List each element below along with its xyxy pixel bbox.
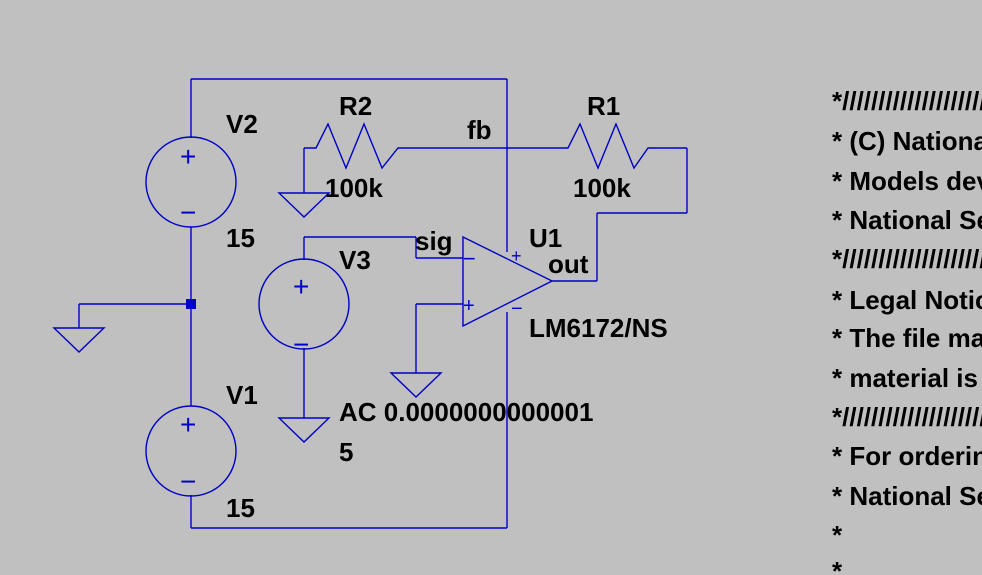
- r1-name-label[interactable]: R1: [587, 91, 620, 121]
- comment-line: * National Semiconductor's Customer Resp…: [832, 481, 982, 511]
- resistor-r1-zigzag[interactable]: [563, 122, 653, 170]
- ground-symbol-r2[interactable]: [277, 192, 331, 218]
- voltage-source-v2[interactable]: + −: [145, 136, 237, 228]
- source-circle: [145, 136, 237, 228]
- v1-value-label[interactable]: 15: [226, 493, 255, 523]
- comment-line: *///////////////////////////////////////…: [832, 244, 982, 274]
- comment-line: * (C) National Semiconductor, Inc.: [832, 126, 982, 156]
- voltage-source-v3[interactable]: + −: [258, 258, 350, 360]
- net-label-sig[interactable]: sig: [415, 226, 453, 256]
- r2-name-label[interactable]: R2: [339, 91, 372, 121]
- opamp-triangle: [462, 235, 554, 328]
- v3-name-label[interactable]: V3: [339, 245, 371, 275]
- source-plus-sign: +: [293, 271, 309, 302]
- v3-value-label-line2[interactable]: 5: [339, 437, 353, 467]
- comment-line: *: [832, 520, 843, 550]
- opamp-plus-sign: +: [463, 295, 475, 317]
- source-minus-sign: −: [180, 466, 196, 497]
- u1-name-label[interactable]: U1: [529, 223, 562, 253]
- source-minus-sign: −: [293, 329, 309, 360]
- opamp-u1[interactable]: − + + −: [462, 235, 554, 328]
- comment-line: * National Semiconductor, Inc.: [832, 205, 982, 235]
- spice-comment-block[interactable]: *///////////////////////////////////////…: [832, 86, 982, 575]
- source-plus-sign: +: [180, 141, 196, 172]
- comment-line: *///////////////////////////////////////…: [832, 86, 982, 116]
- net-label-out[interactable]: out: [548, 249, 589, 279]
- comment-line: * material is forbidden: [832, 363, 982, 393]
- u1-model-label[interactable]: LM6172/NS: [529, 313, 668, 343]
- r1-value-label[interactable]: 100k: [573, 173, 631, 203]
- resistor-r2-zigzag[interactable]: [304, 122, 406, 170]
- comment-line: * The file may be copied, and distribute…: [832, 323, 982, 353]
- comment-line: * Legal Notice:: [832, 285, 982, 315]
- net-label-fb[interactable]: fb: [467, 115, 492, 145]
- source-plus-sign: +: [180, 409, 196, 440]
- source-circle: [145, 405, 237, 497]
- opamp-supply-plus-sign: +: [511, 246, 522, 266]
- junction-dot[interactable]: [186, 299, 196, 309]
- r2-value-label[interactable]: 100k: [325, 173, 383, 203]
- comment-line: *///////////////////////////////////////…: [832, 402, 982, 432]
- source-circle: [258, 258, 350, 350]
- opamp-minus-sign: −: [463, 246, 476, 271]
- comment-line: *: [832, 556, 843, 575]
- v2-name-label[interactable]: V2: [226, 109, 258, 139]
- voltage-source-v1[interactable]: + −: [145, 405, 237, 497]
- ground-symbol-plus-input[interactable]: [389, 372, 443, 398]
- v3-value-label-line1[interactable]: AC 0.0000000000001: [339, 397, 593, 427]
- ground-symbol-v3[interactable]: [277, 417, 331, 443]
- comment-line: * For ordering or technical information …: [832, 441, 982, 471]
- v2-value-label[interactable]: 15: [226, 223, 255, 253]
- source-minus-sign: −: [180, 197, 196, 228]
- comment-line: * Models developed and under copyright b…: [832, 166, 982, 196]
- wires: [78, 78, 688, 529]
- opamp-supply-minus-sign: −: [511, 298, 523, 320]
- ground-symbol-left[interactable]: [52, 327, 106, 353]
- v1-name-label[interactable]: V1: [226, 380, 258, 410]
